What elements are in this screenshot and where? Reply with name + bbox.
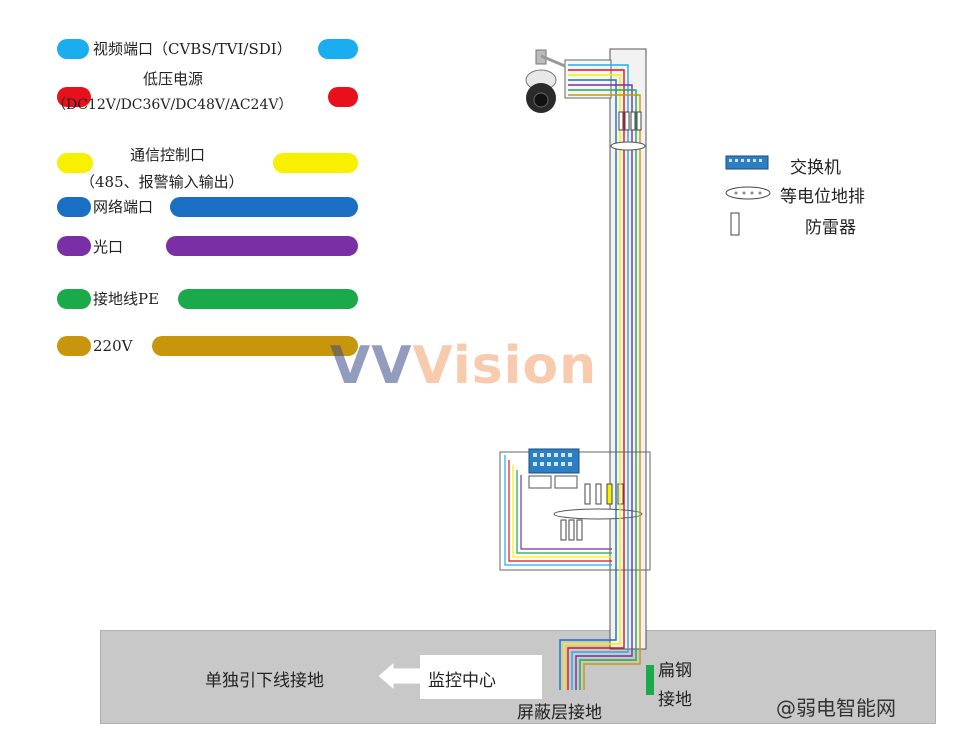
legend-power-left (57, 87, 91, 107)
legend-comm-label-2: （485、报警输入输出） (80, 173, 244, 191)
legend-comm-left (57, 153, 93, 173)
legend-network-right (170, 197, 358, 217)
legend-video-left (57, 39, 89, 59)
credit-text: @弱电智能网 (776, 696, 896, 720)
flat-steel (646, 665, 654, 695)
switch-icon (528, 448, 580, 474)
key-bar-label: 等电位地排 (780, 187, 865, 207)
legend-ac-left (57, 336, 91, 356)
legend-power-label-1: 低压电源 (143, 70, 204, 88)
switch-key-icon (725, 155, 769, 170)
legend-pe-label: 接地线PE (93, 290, 160, 308)
camera-icon (525, 49, 566, 113)
legend-pe-right (178, 289, 358, 309)
shield-ground-label: 屏蔽层接地 (517, 703, 602, 723)
monitoring-center-box (420, 655, 542, 699)
arrester-top (618, 111, 642, 131)
legend-comm-right (273, 153, 358, 173)
legend-optical-right (166, 236, 358, 256)
legend-video-label: 视频端口（CVBS/TVI/SDI） (93, 40, 292, 58)
legend-power-label-2: （DC12V/DC36V/DC48V/AC24V） (52, 97, 293, 113)
key-arrester-label: 防雷器 (805, 218, 856, 238)
legend-optical-label: 光口 (93, 238, 124, 256)
arrester-key-icon (730, 212, 740, 236)
legend-video-right (318, 39, 358, 59)
legend-optical-left (57, 236, 91, 256)
watermark: VVVision (330, 336, 598, 396)
legend-comm-label-1: 通信控制口 (130, 146, 206, 164)
legend-pe-left (57, 289, 91, 309)
legend-network-label: 网络端口 (93, 198, 154, 216)
key-switch-label: 交换机 (790, 158, 841, 178)
legend-network-left (57, 197, 91, 217)
ground-bar-top (610, 141, 646, 151)
monitoring-center-label: 监控中心 (428, 671, 496, 691)
ground-bar-lower (553, 508, 643, 520)
legend-power-right (328, 87, 358, 107)
separate-ground-label: 单独引下线接地 (205, 671, 324, 691)
legend-ac-right (152, 336, 358, 356)
flat-steel-label-1: 扁钢 (658, 661, 692, 681)
flat-steel-label-2: 接地 (658, 690, 692, 710)
ground-bar-key-icon (725, 186, 771, 200)
legend-ac-label: 220V (93, 337, 133, 355)
